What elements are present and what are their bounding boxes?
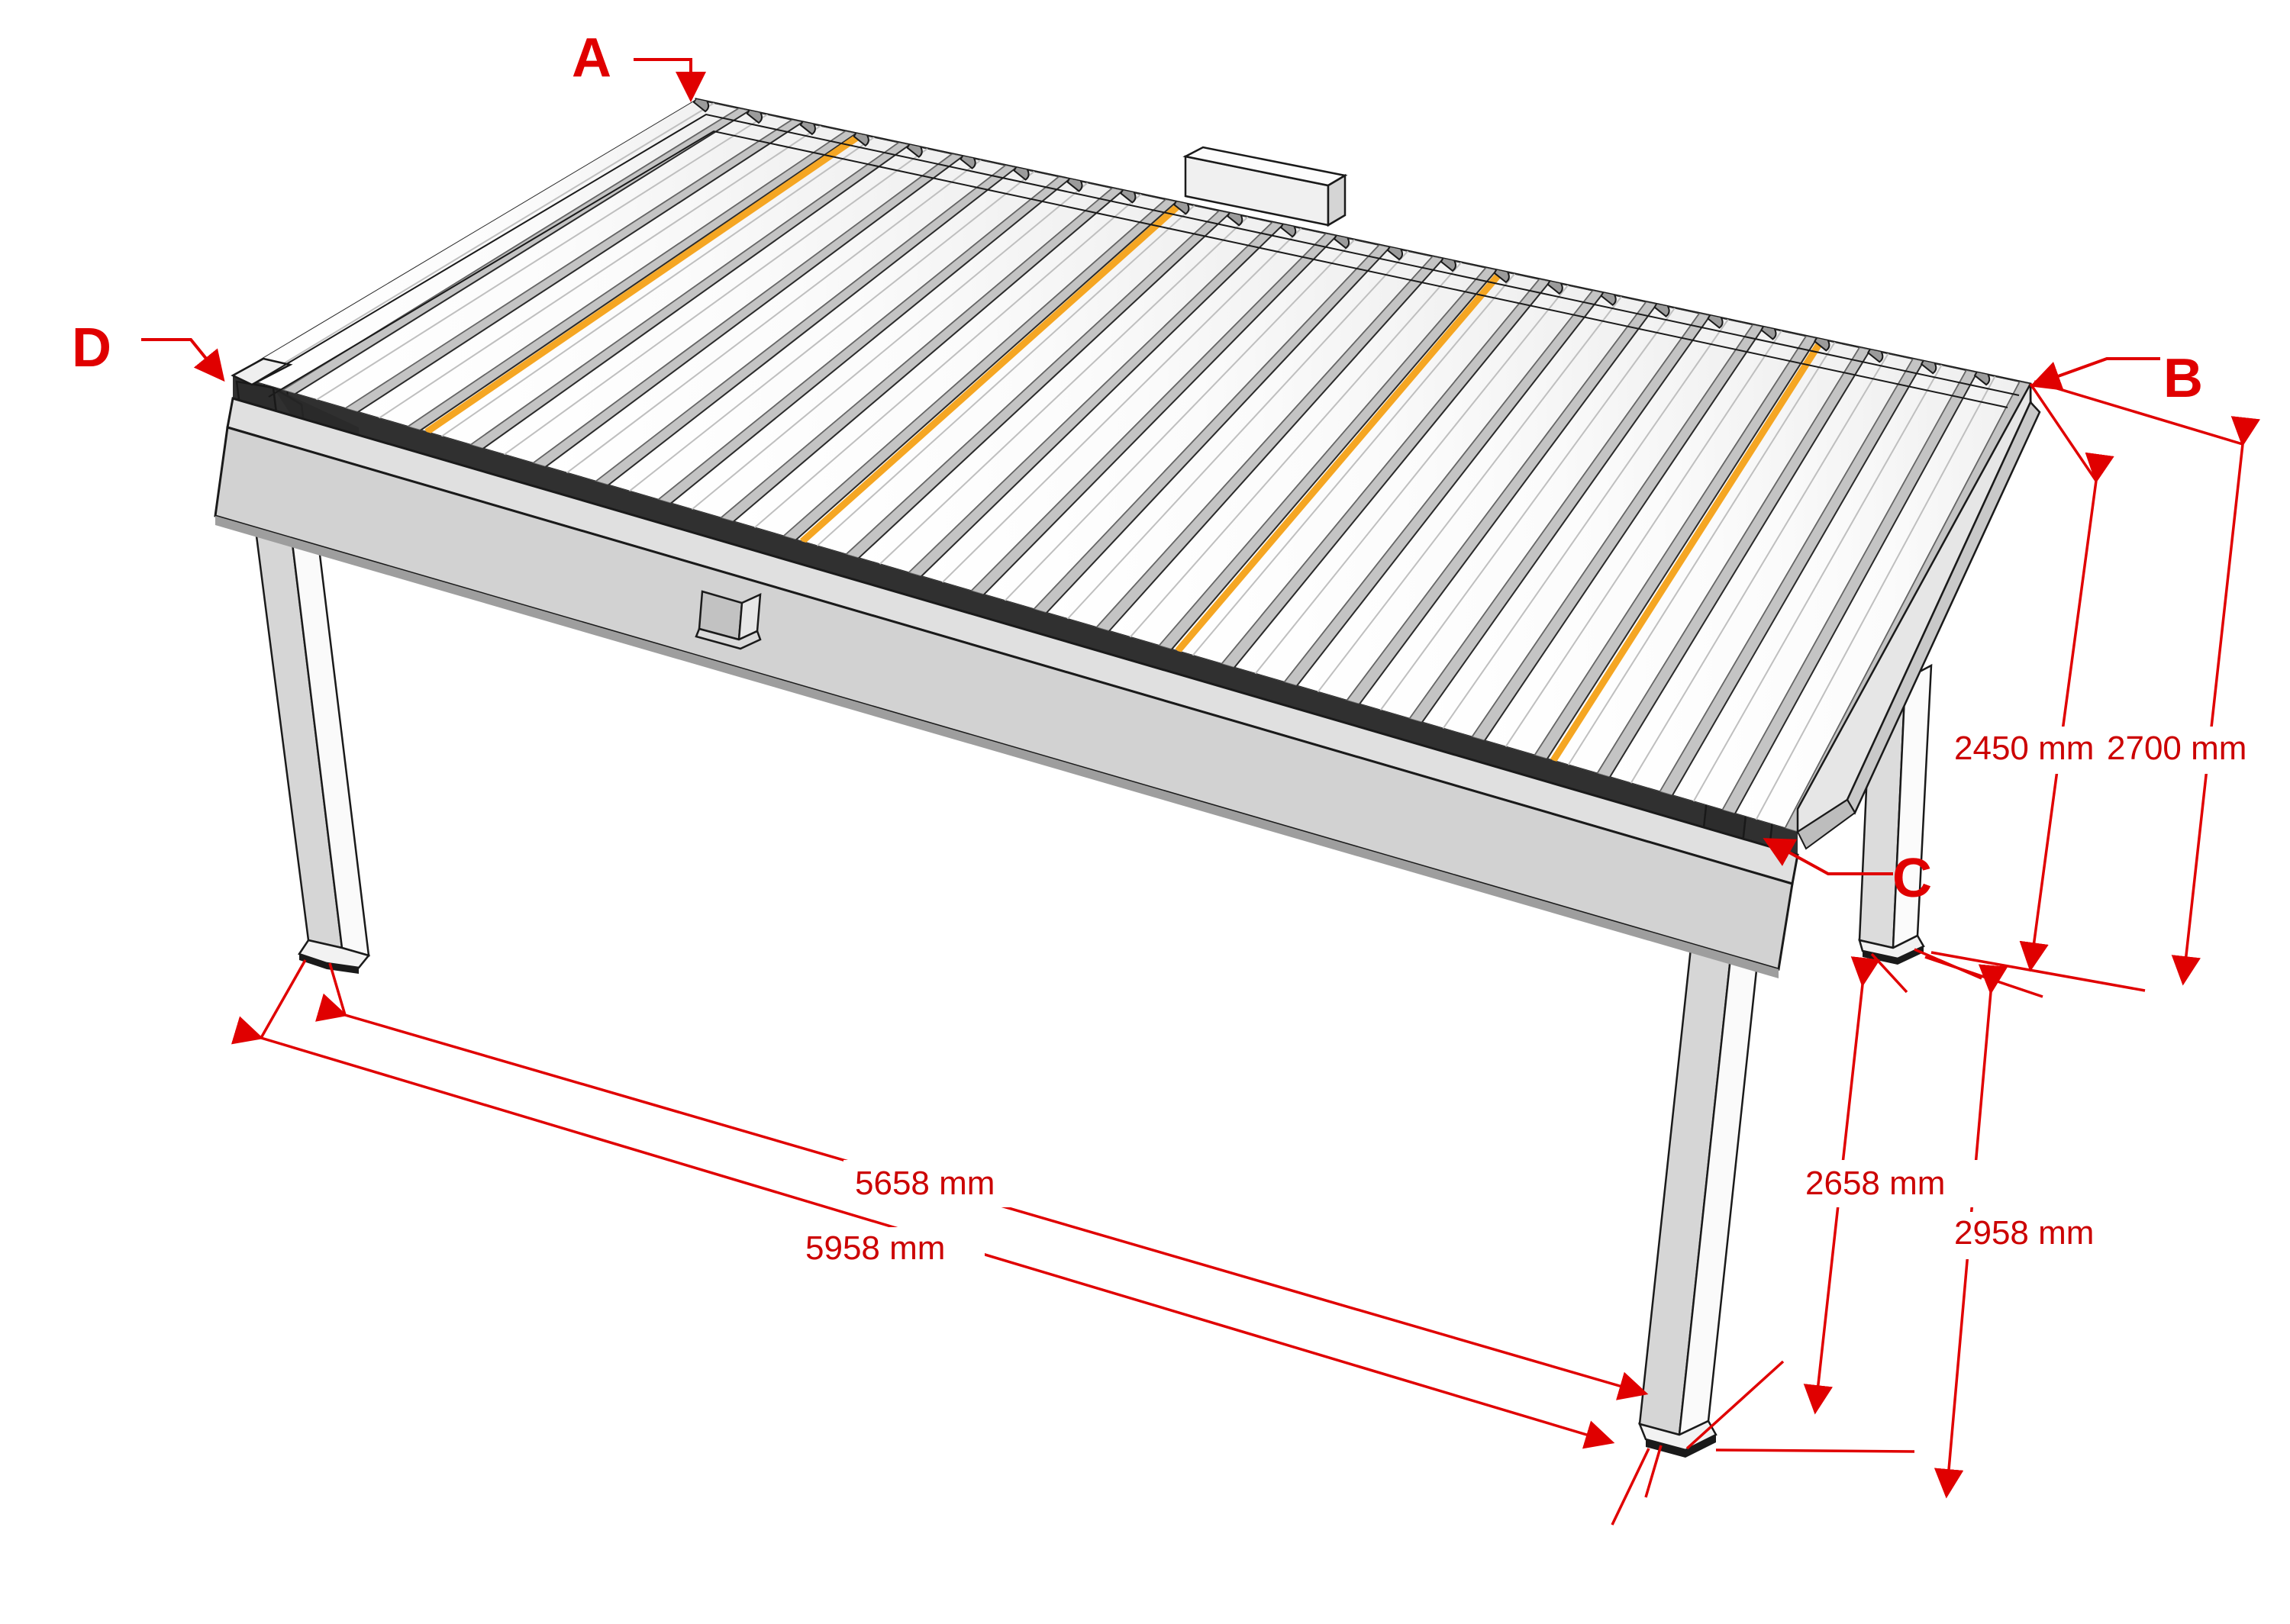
dimension-value-depth-inner: 2658 mm [1805, 1165, 1945, 1202]
louver-blades [233, 99, 2030, 832]
louver-accent-strip [1175, 269, 1505, 654]
louver-blade [1421, 311, 1765, 742]
louver-blade [481, 140, 965, 468]
dimension-annotations [231, 380, 2286, 1526]
beam-front-lower-edge [215, 516, 1779, 978]
dimension-value-width-inner: 5658 mm [855, 1165, 995, 1202]
dimension-text-halos [794, 727, 2286, 1274]
beam-right-return-bottom [1796, 798, 1856, 850]
roof-inner-rails [251, 113, 2020, 408]
callout-leader-B [2030, 357, 2160, 391]
louver-accent-strip [1550, 337, 1825, 763]
motor-housing [1182, 146, 1348, 227]
louver-accent-strip [799, 200, 1184, 544]
callout-B: B [2030, 348, 2203, 409]
beam-left-return [231, 357, 293, 386]
callout-C: C [1763, 838, 1932, 909]
gutter-outlet-foot [695, 627, 762, 650]
dimension-value-depth-outer: 2958 mm [1954, 1214, 2094, 1252]
corner-callouts: A B C D [72, 27, 2203, 909]
louver-blade [1546, 334, 1872, 778]
louver-blade [794, 197, 1231, 559]
dimension-line-2700 [1930, 380, 2260, 992]
gutter-outlet-bracket [695, 590, 762, 650]
callout-leader-A [634, 58, 706, 102]
dimension-value-width-outer: 5958 mm [805, 1229, 945, 1267]
corner-label-B: B [2163, 348, 2203, 409]
motor-housing-side [1327, 173, 1347, 227]
beam-front-top-shadow [233, 375, 1798, 855]
corner-label-A: A [572, 27, 611, 89]
callout-leader-C [1763, 838, 1893, 875]
corner-label-C: C [1892, 848, 1932, 909]
louver-blade [1483, 322, 1818, 760]
louver-blade [1358, 300, 1711, 723]
corner-label-D: D [72, 317, 111, 379]
dimension-value-height-inner: 2450 mm [1954, 730, 2094, 767]
beam-right-return [1796, 383, 2041, 850]
callout-A: A [572, 27, 706, 102]
louver-accent-strip [424, 131, 864, 435]
pergola-structure [214, 98, 2041, 1458]
callout-D: D [72, 317, 225, 382]
callout-leader-D [141, 338, 225, 382]
beam-front [214, 375, 1799, 978]
roof-louver-field [233, 99, 2030, 832]
dimension-value-height-outer: 2700 mm [2107, 730, 2246, 767]
beam-left-return-top [231, 357, 293, 386]
louver-blade [356, 118, 858, 431]
louver-blade [1108, 254, 1498, 650]
